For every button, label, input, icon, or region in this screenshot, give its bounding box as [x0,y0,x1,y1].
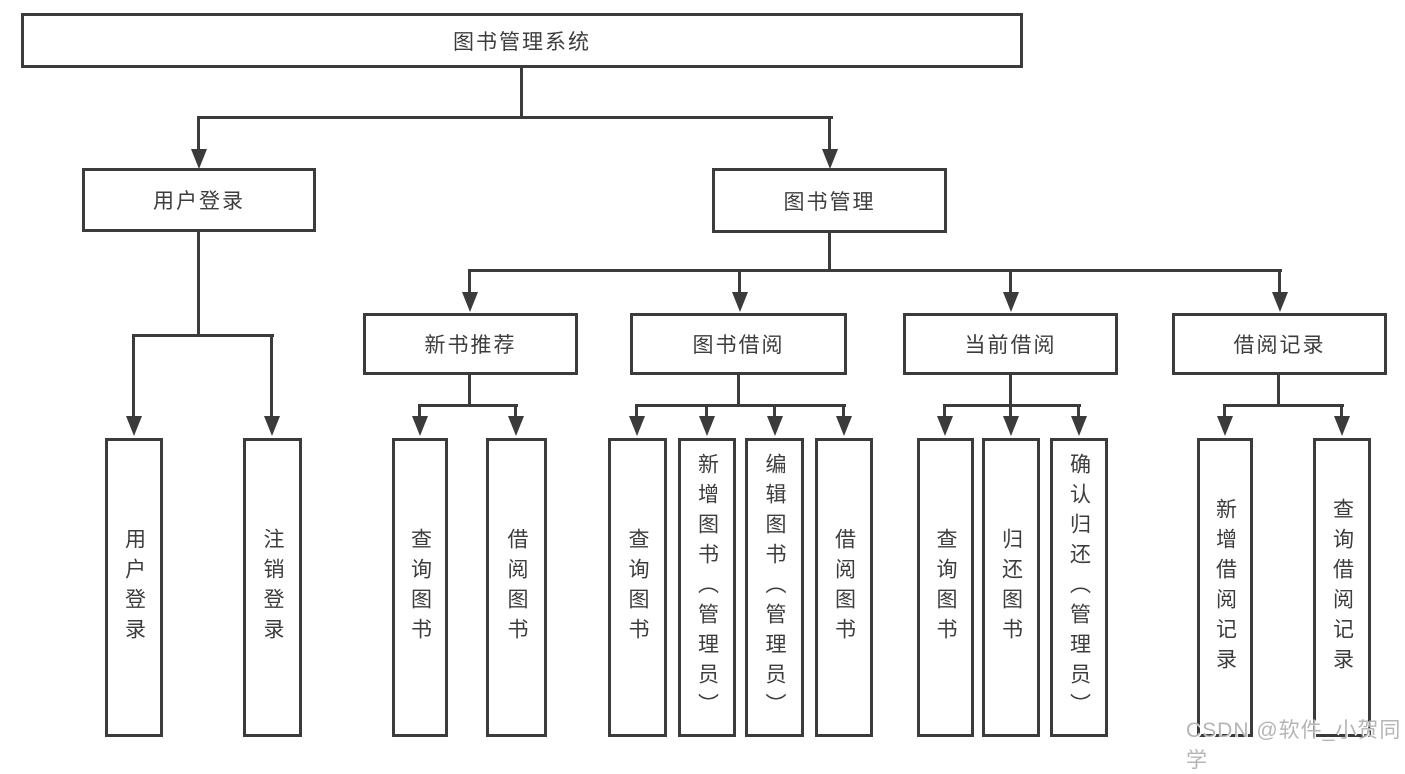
leaf-add-books-admin-label: 新增图书（管理员） [695,452,719,723]
connector-stem [1340,407,1343,417]
leaf-edit-books-admin-label: 编辑图书（管理员） [763,452,786,723]
arrow-down [822,149,838,169]
leaf-confirm-return-admin-label: 确认归还（管理员） [1067,452,1091,723]
connector-stem [828,233,831,270]
connector-split [943,404,1081,407]
leaf-add-borrow-record: 新增借阅记录 [1197,438,1253,737]
leaf-logout: 注销登录 [243,438,302,737]
node-user-login: 用户登录 [82,168,316,232]
arrow-down [1217,416,1233,436]
arrow-down [126,416,142,436]
node-root-label: 图书管理系统 [453,30,591,54]
leaf-borrow-query-books-label: 查询图书 [626,527,649,648]
connector-level2-split [468,269,1282,272]
arrow-down [937,416,953,436]
leaf-logout-label: 注销登录 [261,527,284,648]
leaf-recommend-query-books-label: 查询图书 [408,527,432,648]
arrow-down [699,416,715,436]
connector-stem [1278,272,1281,293]
connector-split [132,334,274,337]
connector-stem [828,119,831,150]
arrow-down [1003,416,1019,436]
connector-stem [737,375,740,405]
leaf-recommend-query-books: 查询图书 [392,438,448,737]
arrow-down [264,416,280,436]
connector-stem [1077,407,1080,417]
leaf-add-borrow-record-label: 新增借阅记录 [1213,497,1237,678]
arrow-down [1003,292,1019,312]
connector-stem [1009,272,1012,293]
node-borrow-records: 借阅记录 [1172,313,1387,375]
node-new-book-recommend-label: 新书推荐 [424,334,517,357]
leaf-return-books: 归还图书 [982,438,1040,737]
connector-stem [514,407,517,417]
org-chart-diagram: 图书管理系统 用户登录 图书管理 新书推荐 图书借阅 当前借阅 借阅记录 用户登… [21,13,1400,772]
arrow-down [836,416,852,436]
connector-root-stem [520,68,523,118]
connector-stem [468,375,471,405]
connector-stem [1223,407,1226,417]
node-current-borrow: 当前借阅 [903,313,1118,375]
leaf-query-borrow-record-label: 查询借阅记录 [1330,497,1354,678]
connector-split [635,404,846,407]
connector-stem [418,407,421,417]
leaf-user-login: 用户登录 [105,438,163,737]
arrow-down [1071,416,1087,436]
leaf-recommend-borrow-books-label: 借阅图书 [505,527,528,648]
node-user-login-label: 用户登录 [153,190,245,213]
arrow-down [629,416,645,436]
arrow-down [767,416,783,436]
arrow-down [191,149,207,169]
connector-stem [468,272,471,293]
connector-stem [197,119,200,150]
leaf-borrow-books-label: 借阅图书 [832,527,856,648]
arrow-down [412,416,428,436]
connector-stem [197,232,200,335]
connector-stem [1009,407,1012,417]
connector-stem [1009,375,1012,405]
leaf-current-query-books-label: 查询图书 [934,527,957,648]
leaf-confirm-return-admin: 确认归还（管理员） [1050,438,1108,737]
leaf-edit-books-admin: 编辑图书（管理员） [745,438,804,737]
leaf-current-query-books: 查询图书 [917,438,974,737]
csdn-watermark: CSDN @软件_小贺同学 [1186,719,1402,772]
connector-stem [705,407,708,417]
node-book-borrow: 图书借阅 [630,313,847,375]
node-book-management-label: 图书管理 [783,190,876,214]
connector-stem [842,407,845,417]
connector-split [418,404,518,407]
arrow-down [1272,292,1288,312]
node-borrow-records-label: 借阅记录 [1233,334,1326,357]
leaf-return-books-label: 归还图书 [999,527,1023,648]
connector-stem [773,407,776,417]
leaf-borrow-books: 借阅图书 [815,438,873,737]
leaf-borrow-query-books: 查询图书 [608,438,667,737]
arrow-down [1334,416,1350,436]
leaf-add-books-admin: 新增图书（管理员） [678,438,736,737]
leaf-user-login-label: 用户登录 [122,527,146,648]
connector-split [1223,404,1344,407]
connector-stem [132,337,135,417]
node-book-borrow-label: 图书借阅 [692,334,785,357]
connector-stem [270,337,273,417]
leaf-query-borrow-record: 查询借阅记录 [1313,438,1371,737]
arrow-down [462,292,478,312]
connector-level1-split [197,116,833,119]
arrow-down [732,292,748,312]
arrow-down [508,416,524,436]
connector-stem [635,407,638,417]
node-book-management: 图书管理 [712,168,947,233]
node-root: 图书管理系统 [21,13,1023,68]
connector-stem [738,272,741,293]
node-new-book-recommend: 新书推荐 [363,313,578,375]
connector-stem [943,407,946,417]
node-current-borrow-label: 当前借阅 [964,334,1057,357]
leaf-recommend-borrow-books: 借阅图书 [486,438,547,737]
connector-stem [1277,375,1280,405]
